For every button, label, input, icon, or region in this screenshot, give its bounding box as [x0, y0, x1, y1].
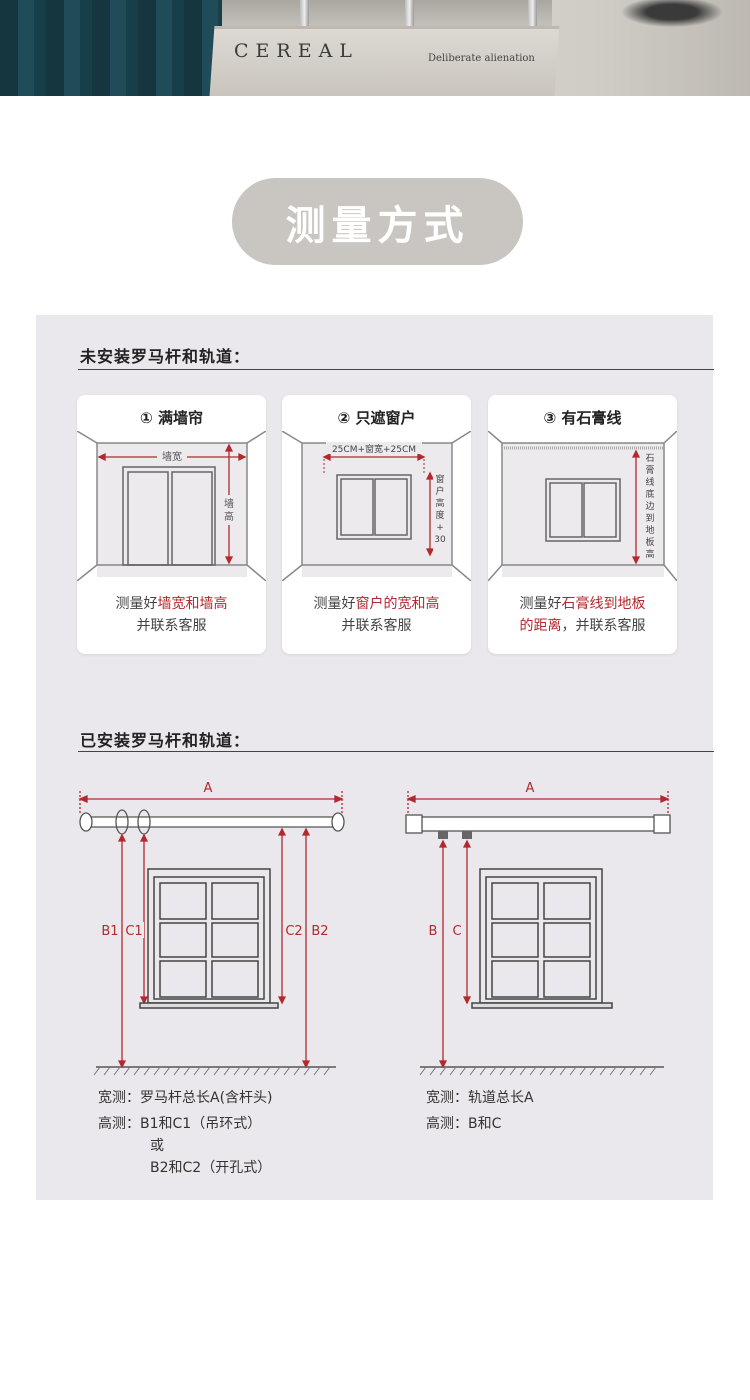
- svg-text:板: 板: [645, 536, 654, 548]
- card-window-only: ② 只遮窗户 25CM+窗宽+25CM: [282, 395, 471, 654]
- svg-text:边: 边: [645, 501, 654, 512]
- card-title: ① 满墙帘: [140, 409, 203, 427]
- decor-figure: [612, 0, 732, 30]
- svg-text:户: 户: [435, 485, 444, 497]
- svg-text:石: 石: [645, 454, 654, 464]
- book-subtitle: Deliberate alienation: [428, 53, 535, 64]
- card-description: 测量好石膏线到地板 的距离，并联系客服: [519, 596, 646, 634]
- svg-text:C: C: [452, 924, 461, 939]
- roman-rod-diagram: A: [78, 781, 345, 1076]
- svg-text:B: B: [429, 924, 438, 939]
- svg-text:A: A: [204, 781, 213, 796]
- card-full-wall: ① 满墙帘 墙宽 墙 高: [77, 395, 266, 654]
- svg-text:B1: B1: [101, 924, 118, 939]
- track-diagram: A B: [405, 781, 671, 1076]
- card-description: 测量好窗户的宽和高 并联系客服: [313, 596, 440, 634]
- track-measure-notes: 宽测：轨道总长A 高测：B和C: [426, 1090, 534, 1132]
- svg-text:B2: B2: [311, 924, 328, 939]
- card-title: ③ 有石膏线: [543, 409, 622, 427]
- room-plaster-diagram: 石膏线 底边到 地板高: [488, 431, 677, 581]
- svg-text:25CM+窗宽+25CM: 25CM+窗宽+25CM: [332, 443, 416, 455]
- svg-text:底: 底: [645, 488, 654, 500]
- svg-text:C1: C1: [125, 924, 142, 939]
- decor-object: [222, 0, 552, 28]
- banner-photo: CEREAL Deliberate alienation: [0, 0, 750, 96]
- curtain-image: [0, 0, 230, 96]
- section-title-installed: 已安装罗马杆和轨道：: [80, 731, 251, 750]
- svg-text:高: 高: [435, 497, 444, 509]
- svg-text:地: 地: [645, 524, 654, 536]
- svg-text:30: 30: [434, 535, 446, 545]
- svg-text:高: 高: [645, 548, 654, 560]
- svg-text:C2: C2: [285, 924, 302, 939]
- rod-measure-notes: 宽测：罗马杆总长A(含杆头) 高测：B1和C1（吊环式） 或 B2和C2（开孔式…: [98, 1090, 273, 1176]
- svg-text:A: A: [526, 781, 535, 796]
- divider: [78, 369, 714, 370]
- divider: [78, 751, 714, 752]
- room-window-diagram: 25CM+窗宽+25CM 窗户高 度 +30: [282, 431, 471, 581]
- svg-text:窗: 窗: [435, 473, 444, 485]
- measurement-panel: 未安装罗马杆和轨道： ① 满墙帘 墙宽: [36, 315, 714, 1200]
- section-title-uninstalled: 未安装罗马杆和轨道：: [80, 347, 251, 366]
- svg-text:+: +: [436, 523, 444, 533]
- svg-text:到: 到: [645, 512, 654, 524]
- svg-text:度: 度: [435, 509, 444, 521]
- card-description: 测量好墙宽和墙高 并联系客服: [115, 596, 228, 634]
- svg-text:墙宽: 墙宽: [162, 450, 182, 463]
- svg-text:高: 高: [224, 510, 234, 523]
- svg-text:膏: 膏: [645, 464, 654, 476]
- svg-text:墙: 墙: [224, 497, 234, 510]
- room-full-wall-diagram: 墙宽 墙 高: [77, 431, 266, 581]
- section-header-pill: 测量方式: [232, 178, 523, 265]
- card-plaster-line: ③ 有石膏线 石膏线 底边到 地板高: [488, 395, 677, 654]
- book-title: CEREAL: [234, 40, 359, 62]
- card-title: ② 只遮窗户: [337, 409, 416, 427]
- svg-text:线: 线: [645, 476, 654, 488]
